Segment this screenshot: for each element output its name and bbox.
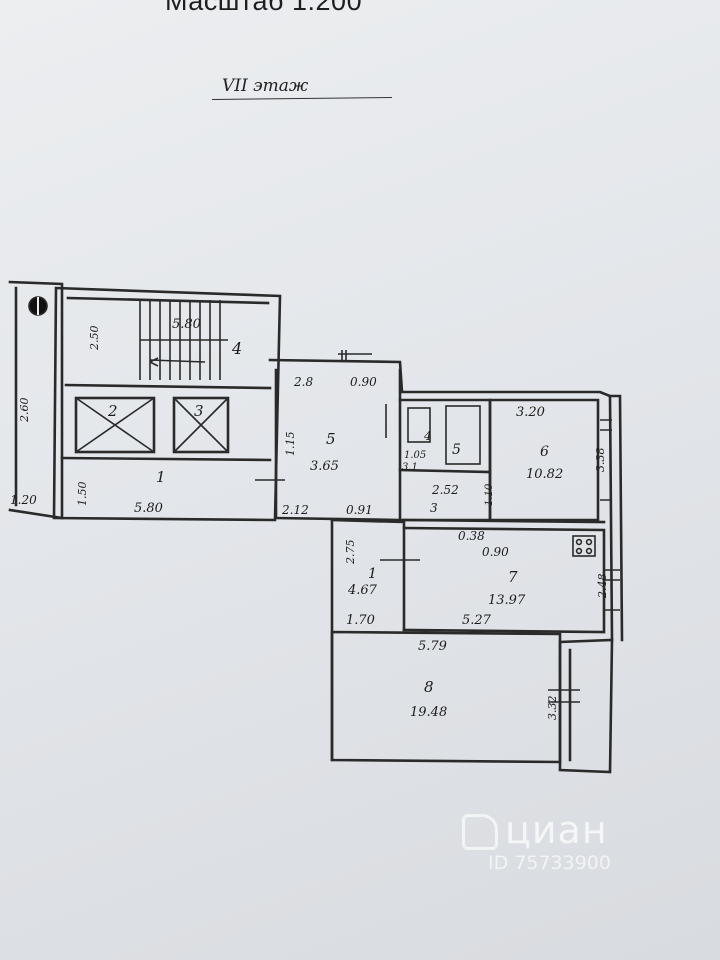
room-8-width: 5.79 [418,639,447,654]
room-6-area: 10.82 [526,467,563,482]
stair-dim: 5.80 [172,317,201,332]
watermark-brand: циан [505,808,608,852]
lift-shaft-2 [74,396,156,454]
bath-dim: 2.52 [431,483,459,497]
hall-left: 1.20 [10,493,37,507]
room-5-bottom-a: 2.12 [281,503,309,517]
room-6-width: 3.20 [516,405,545,420]
corridor-area: 4.67 [347,583,378,598]
scale-header: Масштаб 1:200 [165,0,363,16]
stair-side-dim: 2.50 [88,326,101,352]
room-5-side: 1.15 [284,432,297,457]
room-4-number: 4 [423,429,432,443]
hall-width: 5.80 [134,501,163,516]
stair-divider [64,383,272,390]
bath-number: 5 [452,442,461,458]
apartment-right-wall [608,394,624,642]
corridor-side: 2.75 [344,540,357,566]
room-4-dim-a: 1.05 [404,450,426,461]
kitchen-dim-b: 0.90 [482,545,509,559]
stair-outline [52,286,282,522]
kitchen-width: 5.27 [462,613,492,628]
room-6-number: 6 [540,444,549,460]
room-5-area: 3.65 [310,459,339,474]
lift-shaft-3 [172,396,230,454]
corridor-bottom: 1.70 [346,613,375,628]
corridor-number: 1 [368,566,377,582]
room-8-number: 8 [424,678,434,696]
room-4-dim-b: 3.1 [402,462,418,473]
room-5-top-b: 0.90 [350,375,377,389]
kitchen-outline [402,526,606,634]
floor-label: VII этаж [222,76,309,96]
stair-number: 4 [231,339,242,358]
room-6-side: 3.38 [594,448,607,473]
balcony-walls [558,638,614,774]
lift-3-number: 3 [194,402,204,420]
lift-divider [60,456,272,462]
kitchen-number: 7 [508,568,518,586]
kitchen-area: 13.97 [488,593,526,608]
corridor-outline [330,518,406,632]
room-8-side: 3.32 [546,696,559,721]
room-5-number: 5 [326,430,336,448]
r5-outline [274,368,402,522]
bath-sub: 3 [430,501,438,515]
hall-number: 1 [156,468,166,486]
watermark-logo-icon [462,814,498,850]
room-5-bottom-b: 0.91 [346,503,373,517]
lift-2-number: 2 [107,402,118,420]
left-ext-wall [8,280,64,520]
room-5-top-a: 2.8 [293,375,313,389]
kitchen-side: 2.48 [596,574,609,600]
kitchen-dim-a: 0.38 [458,529,485,543]
watermark-id: ID 75733900 [488,852,611,874]
bath-side: 1.10 [484,483,495,506]
apartment-top-wall [268,358,614,642]
stair-inner-top [66,296,270,305]
hall-side: 1.50 [76,482,89,507]
room-8-area: 19.48 [410,705,447,720]
left-wall-dim: 2.60 [18,398,31,424]
